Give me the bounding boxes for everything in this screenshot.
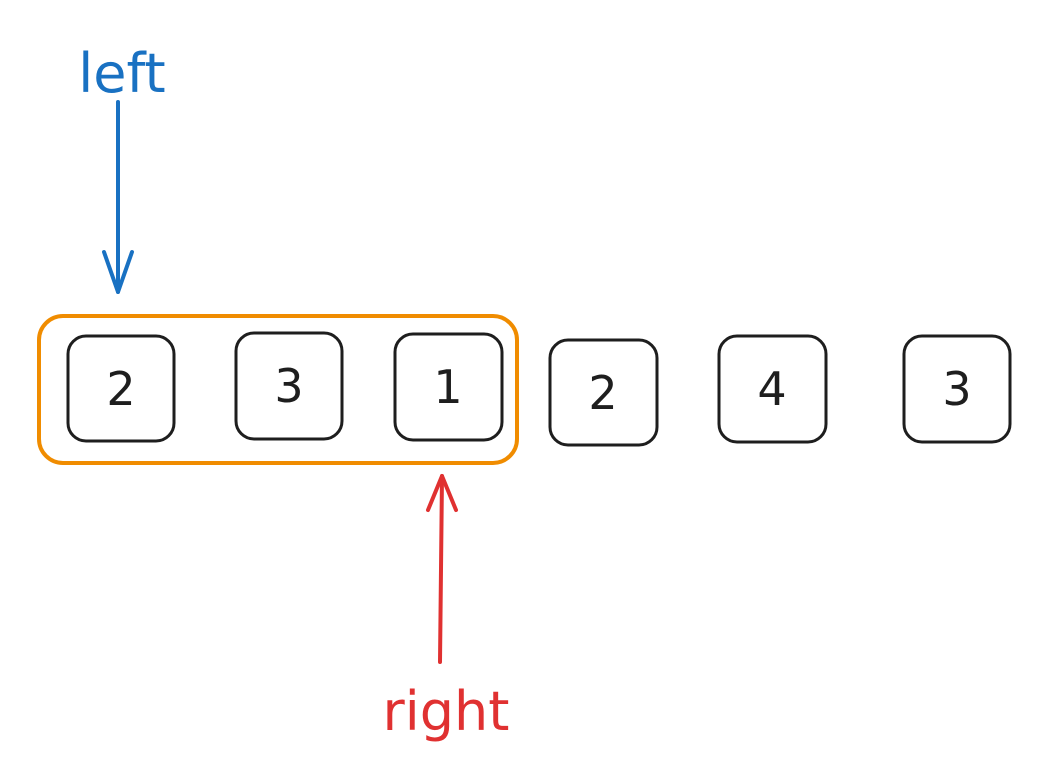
array-cell: 3: [234, 331, 344, 441]
array-cell: 4: [717, 334, 828, 444]
cell-value: 3: [942, 362, 971, 416]
left-pointer-arrow: [102, 100, 134, 294]
cell-value: 2: [588, 366, 617, 420]
cell-box: [717, 334, 828, 444]
cell-box: [234, 331, 344, 441]
cell-value: 2: [106, 362, 135, 416]
array-cell: 2: [548, 338, 659, 447]
window-highlight: [37, 314, 519, 465]
cell-value: 3: [274, 359, 303, 413]
right-pointer-label: right: [383, 680, 510, 743]
array-cell: 2: [66, 334, 176, 443]
cell-value: 1: [433, 360, 462, 414]
right-pointer-arrow: [426, 474, 458, 664]
array-cell: 1: [393, 332, 504, 442]
cell-box: [393, 332, 504, 442]
left-pointer-label: left: [78, 42, 165, 105]
array-cell: 3: [902, 334, 1012, 444]
cell-box: [66, 334, 176, 443]
cell-box: [548, 338, 659, 447]
cell-box: [902, 334, 1012, 444]
cell-value: 4: [757, 362, 786, 416]
